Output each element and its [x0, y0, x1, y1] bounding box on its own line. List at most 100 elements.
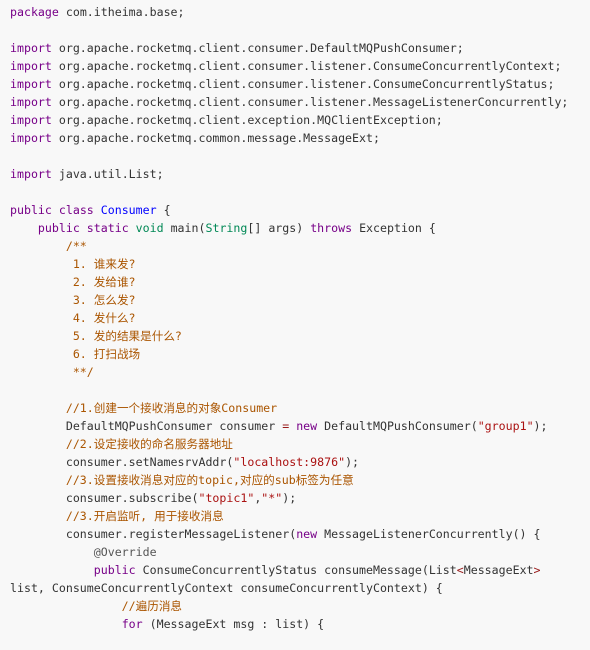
code-token-var: consumer.registerMessageListener( [10, 527, 297, 541]
code-line: consumer.subscribe("topic1","*"); [10, 489, 590, 507]
code-token-kw: import [10, 41, 52, 55]
code-token-ty: void [135, 221, 164, 235]
code-line: import org.apache.rocketmq.client.consum… [10, 93, 590, 111]
code-token-var: org.apache.rocketmq.client.consumer.Defa… [51, 41, 464, 55]
code-token-cmt: 2. 发给谁? [10, 275, 136, 289]
code-line: public ConsumeConcurrentlyStatus consume… [10, 561, 590, 579]
code-token-var: ); [282, 491, 297, 505]
code-token-op: > [533, 563, 541, 577]
code-token-var: { [156, 203, 171, 217]
code-line: 6. 打扫战场 [10, 345, 590, 363]
code-line: 1. 谁来发? [10, 255, 590, 273]
code-line [10, 183, 590, 201]
code-line: //2.设定接收的命名服务器地址 [10, 435, 590, 453]
code-token-cmt: //3.设置接收消息对应的topic,对应的sub标签为任意 [10, 473, 354, 487]
code-line: import org.apache.rocketmq.client.consum… [10, 39, 590, 57]
code-token-var: org.apache.rocketmq.client.exception.MQC… [51, 113, 443, 127]
code-token-cmt: **/ [10, 365, 94, 379]
code-line: consumer.registerMessageListener(new Mes… [10, 525, 590, 543]
code-token-kw: for [121, 617, 143, 631]
code-line: import org.apache.rocketmq.client.consum… [10, 57, 590, 75]
code-token-cmt: 4. 发什么? [10, 311, 136, 325]
code-line: //3.开启监听, 用于接收消息 [10, 507, 590, 525]
code-token-var: main( [163, 221, 206, 235]
code-token-var: java.util.List; [51, 167, 164, 181]
code-token-cmt: //遍历消息 [10, 599, 183, 613]
code-token-kw: class [58, 203, 94, 217]
code-line: //遍历消息 [10, 597, 590, 615]
code-line: DefaultMQPushConsumer consumer = new Def… [10, 417, 590, 435]
code-token-str: "localhost:9876" [233, 455, 346, 469]
code-token-cmt: 1. 谁来发? [10, 257, 136, 271]
code-token-var: consumer.subscribe( [10, 491, 199, 505]
code-token-kw: package [10, 5, 59, 19]
code-token-kw: public [93, 563, 136, 577]
code-line [10, 381, 590, 399]
code-token-cmt: 5. 发的结果是什么? [10, 329, 182, 343]
code-line: //1.创建一个接收消息的对象Consumer [10, 399, 590, 417]
code-line: public static void main(String[] args) t… [10, 219, 590, 237]
code-token-kw: new [296, 419, 318, 433]
code-token-var [94, 203, 101, 217]
code-token-cmt: 6. 打扫战场 [10, 347, 141, 361]
code-line: list, ConsumeConcurrentlyContext consume… [10, 579, 590, 597]
code-token-kw: static [86, 221, 129, 235]
code-line: @Override [10, 543, 590, 561]
code-token-kw: import [10, 167, 52, 181]
code-token-var [10, 221, 38, 235]
code-token-kw: import [10, 59, 52, 73]
code-token-var: (MessageExt msg : list) { [142, 617, 325, 631]
code-line: 3. 怎么发? [10, 291, 590, 309]
code-token-kw: import [10, 131, 52, 145]
code-token-var [52, 203, 59, 217]
code-token-str: "group1" [477, 419, 534, 433]
code-token-kw: public [10, 203, 52, 217]
code-token-op: = [282, 419, 290, 433]
code-token-var: list, ConsumeConcurrentlyContext consume… [10, 581, 443, 595]
code-token-str: "*" [261, 491, 283, 505]
code-token-var: [] args) [247, 221, 311, 235]
code-token-cmt: 3. 怎么发? [10, 293, 136, 307]
code-token-var [10, 563, 94, 577]
code-token-cmt: //1.创建一个接收消息的对象Consumer [10, 401, 278, 415]
code-token-var: org.apache.rocketmq.common.message.Messa… [51, 131, 380, 145]
code-line: /** [10, 237, 590, 255]
code-line: public class Consumer { [10, 201, 590, 219]
code-token-var: DefaultMQPushConsumer( [317, 419, 478, 433]
code-token-var: DefaultMQPushConsumer consumer [10, 419, 283, 433]
code-token-cmt: //3.开启监听, 用于接收消息 [10, 509, 224, 523]
code-token-var: ConsumeConcurrentlyStatus consumeMessage… [135, 563, 457, 577]
code-token-def: Consumer [100, 203, 157, 217]
code-line: package com.itheima.base; [10, 3, 590, 21]
code-token-meta: @Override [10, 545, 157, 559]
code-token-var: , [254, 491, 262, 505]
code-token-cmt: //2.设定接收的命名服务器地址 [10, 437, 233, 451]
code-line: 4. 发什么? [10, 309, 590, 327]
code-token-op: < [456, 563, 464, 577]
code-line: import org.apache.rocketmq.common.messag… [10, 129, 590, 147]
code-line: import org.apache.rocketmq.client.except… [10, 111, 590, 129]
code-token-var [80, 221, 87, 235]
code-token-cmt: /** [10, 239, 87, 253]
code-line: **/ [10, 363, 590, 381]
code-token-kw: throws [310, 221, 353, 235]
code-token-var: org.apache.rocketmq.client.consumer.list… [51, 59, 562, 73]
code-line [10, 147, 590, 165]
code-token-var [10, 617, 122, 631]
code-token-var: consumer.setNamesrvAddr( [10, 455, 234, 469]
code-token-kw: new [296, 527, 318, 541]
code-token-var [129, 221, 136, 235]
code-line: //3.设置接收消息对应的topic,对应的sub标签为任意 [10, 471, 590, 489]
code-token-var: org.apache.rocketmq.client.consumer.list… [51, 95, 569, 109]
code-line: consumer.setNamesrvAddr("localhost:9876"… [10, 453, 590, 471]
code-token-var: ); [345, 455, 360, 469]
code-token-var: org.apache.rocketmq.client.consumer.list… [51, 77, 555, 91]
code-token-var: Exception { [352, 221, 436, 235]
code-line: for (MessageExt msg : list) { [10, 615, 590, 633]
code-token-ty: String [205, 221, 248, 235]
code-token-var: com.itheima.base; [58, 5, 185, 19]
code-token-var: MessageExt [463, 563, 534, 577]
code-token-var: MessageListenerConcurrently() { [317, 527, 541, 541]
code-token-var: ); [533, 419, 548, 433]
